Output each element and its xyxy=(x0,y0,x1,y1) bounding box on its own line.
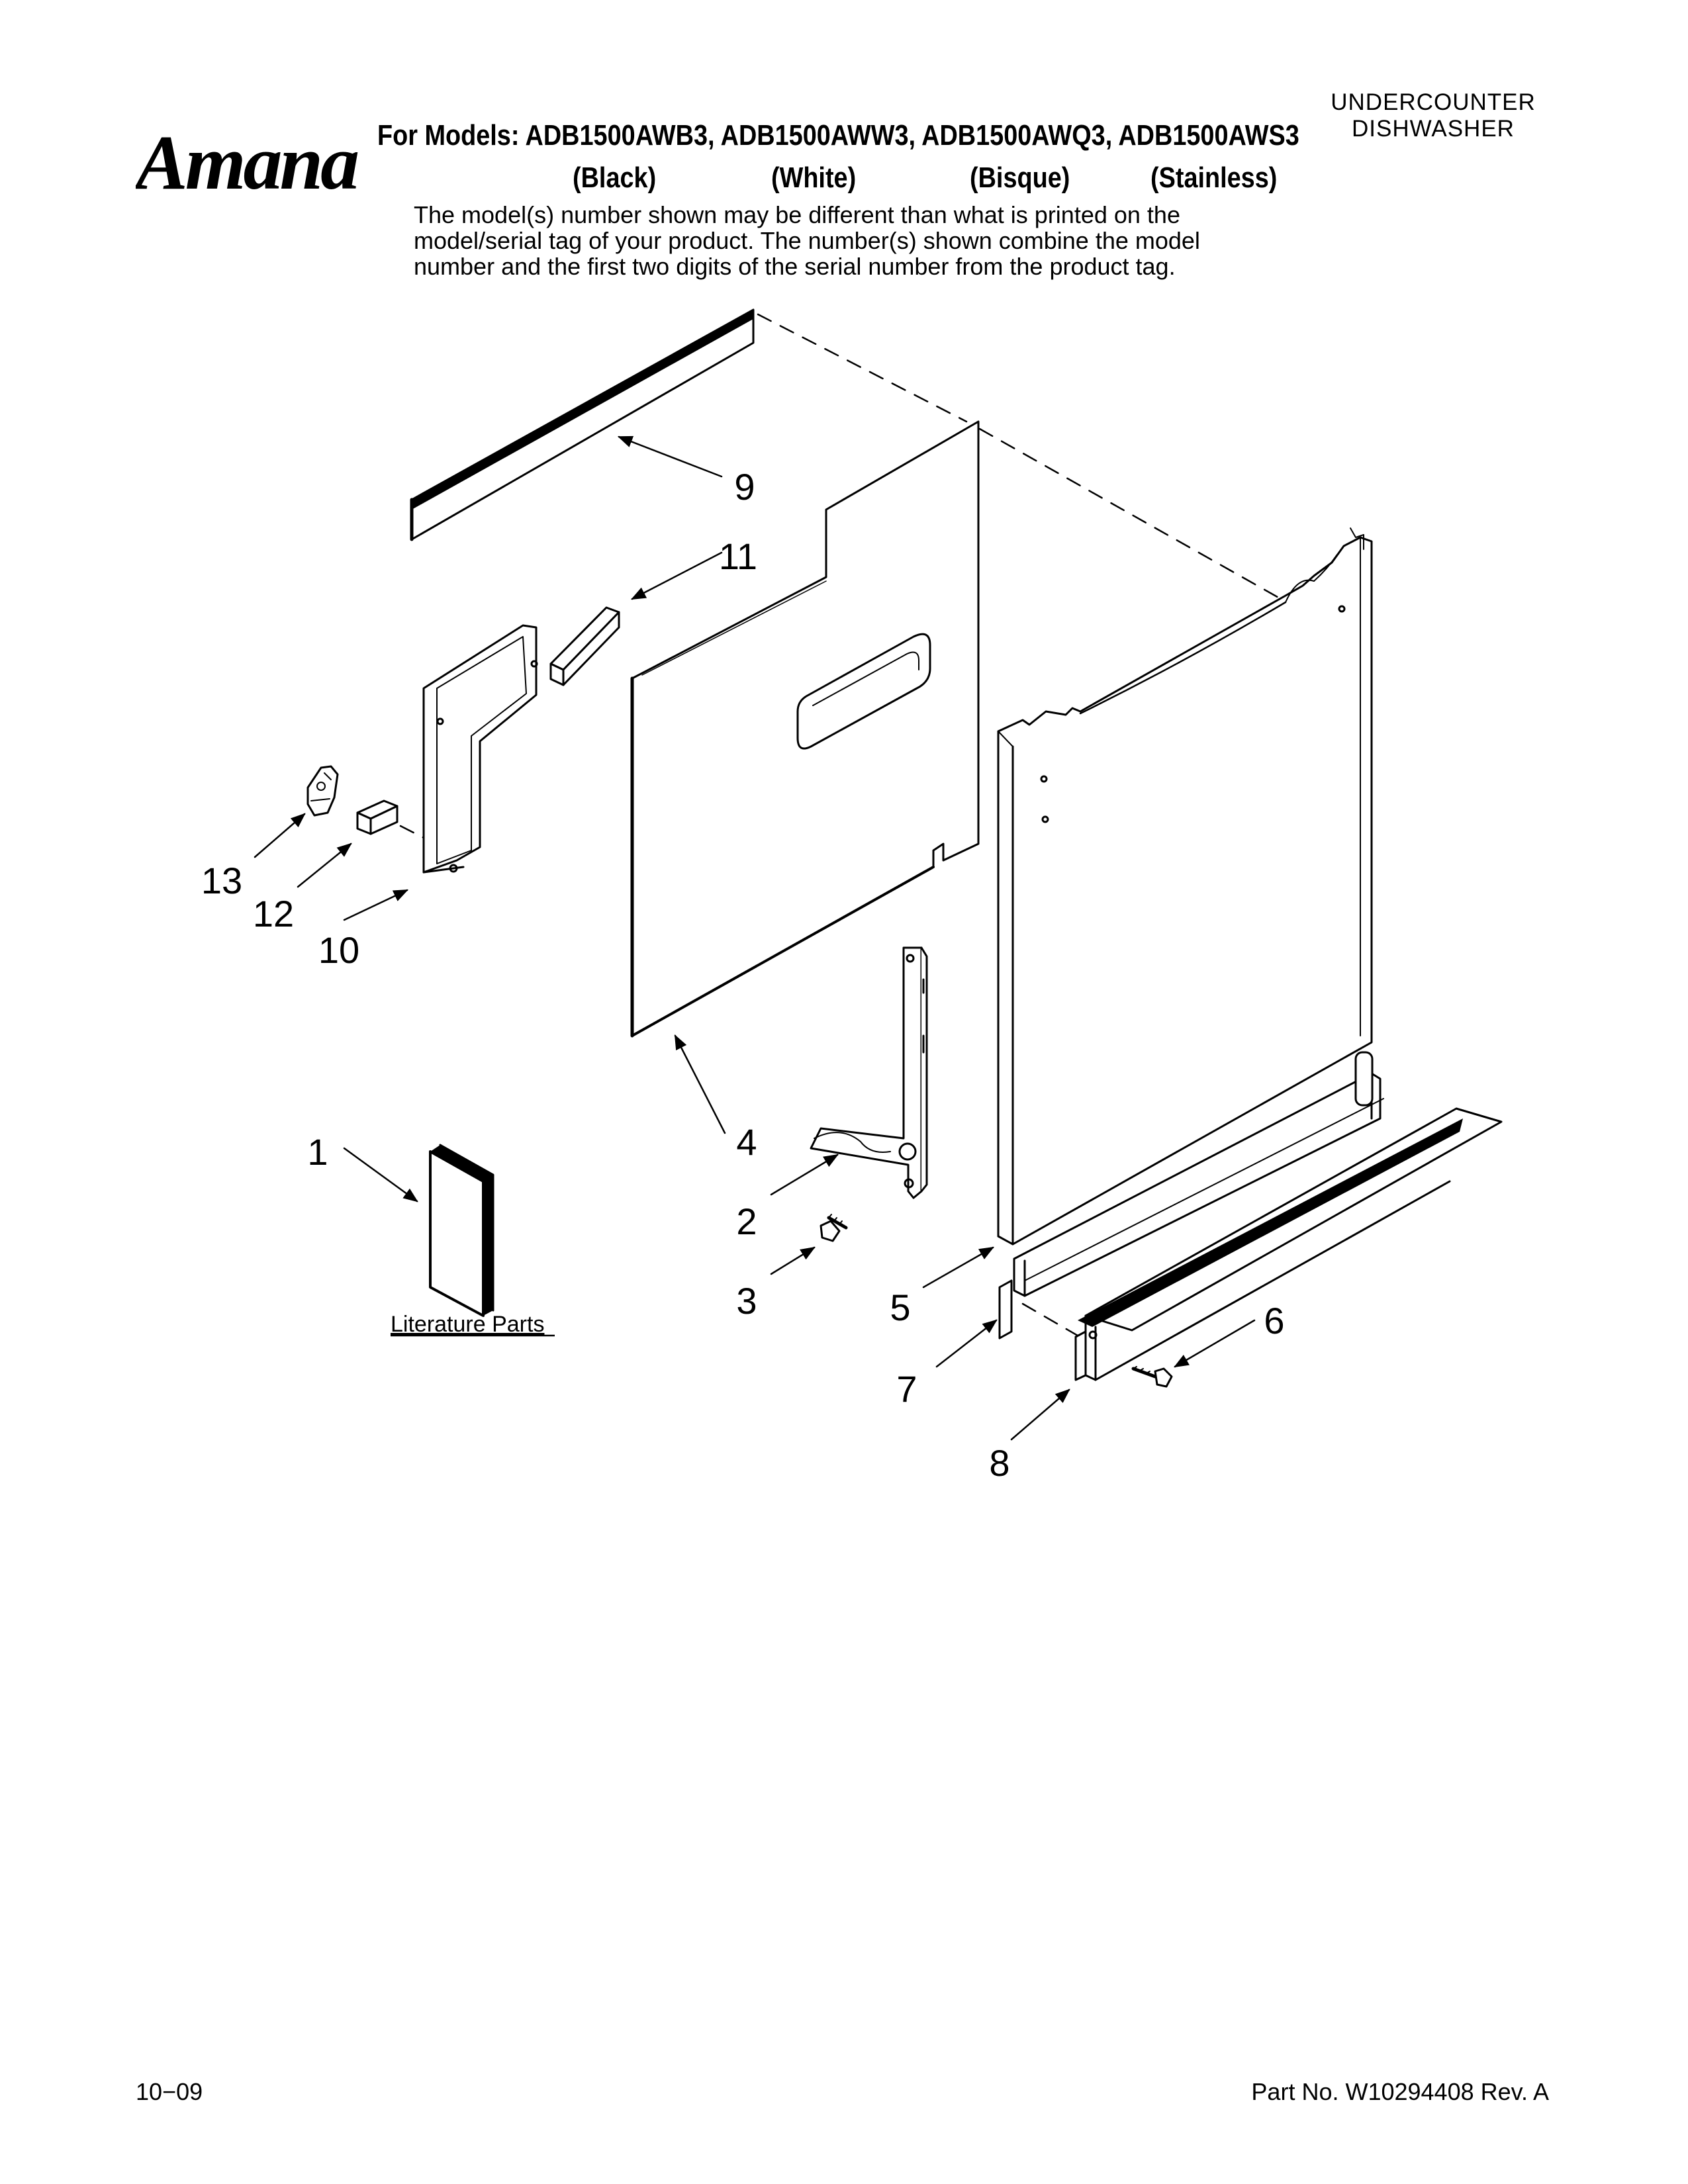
callout-3: 3 xyxy=(736,1280,757,1322)
product-type-line-1: UNDERCOUNTER xyxy=(1331,89,1536,115)
color-bisque: (Bisque) xyxy=(970,161,1070,194)
callout-12: 12 xyxy=(253,893,294,934)
arrow-12 xyxy=(297,842,352,888)
part-number: Part No. W10294408 Rev. A xyxy=(1251,2078,1549,2105)
model-number-note: The model(s) number shown may be differe… xyxy=(414,202,1354,279)
part-8-screw xyxy=(1131,1366,1173,1388)
amana-logo: Amana xyxy=(136,119,361,206)
product-type-line-2: DISHWASHER xyxy=(1352,116,1515,142)
callout-9: 9 xyxy=(734,466,755,508)
brand-wordmark: Amana xyxy=(136,119,358,206)
part-5-outer-door-panel xyxy=(997,527,1373,1246)
part-4-inner-door-panel xyxy=(630,420,980,1038)
arrow-6 xyxy=(1174,1319,1256,1368)
arrow-9 xyxy=(617,435,723,478)
color-stainless: (Stainless) xyxy=(1150,161,1278,194)
literature-parts-label: Literature Parts xyxy=(391,1312,544,1337)
callout-7: 7 xyxy=(896,1368,917,1410)
part-13-vent-latch xyxy=(306,765,339,817)
part-10-vent-bracket xyxy=(422,624,538,874)
color-black: (Black) xyxy=(573,161,657,194)
callout-11: 11 xyxy=(719,535,757,577)
part-7-bottom-rail xyxy=(998,1051,1384,1340)
revision-date: 10−09 xyxy=(136,2078,203,2105)
part-9-trim-strip xyxy=(410,308,755,541)
arrow-8 xyxy=(1010,1388,1070,1441)
part-2-hinge-bracket xyxy=(810,946,928,1199)
part-12-pad xyxy=(356,799,399,835)
arrow-4 xyxy=(674,1034,726,1134)
color-white: (White) xyxy=(771,161,857,194)
arrow-1 xyxy=(343,1147,418,1203)
models-line: For Models: ADB1500AWB3, ADB1500AWW3, AD… xyxy=(377,119,1299,152)
callout-5: 5 xyxy=(890,1287,910,1328)
arrow-11 xyxy=(631,551,723,600)
part-11-foam-strip xyxy=(549,606,620,686)
callout-6: 6 xyxy=(1264,1300,1284,1342)
part-3-screw xyxy=(820,1214,848,1242)
callout-1: 1 xyxy=(307,1131,328,1173)
callout-numbers: 1 2 3 4 5 6 7 8 9 10 11 12 13 xyxy=(201,466,1285,1484)
part-1-literature-booklet xyxy=(429,1144,494,1317)
callout-4: 4 xyxy=(736,1121,757,1163)
callout-8: 8 xyxy=(989,1442,1009,1484)
callout-2: 2 xyxy=(736,1201,757,1242)
arrow-13 xyxy=(254,813,306,858)
arrow-10 xyxy=(343,889,409,921)
arrow-2 xyxy=(770,1154,839,1196)
part-6-toe-panel xyxy=(1074,1107,1503,1381)
callout-13: 13 xyxy=(201,860,242,901)
callout-10: 10 xyxy=(318,929,359,971)
arrow-7 xyxy=(935,1319,998,1368)
note-line-3: number and the first two digits of the s… xyxy=(414,253,1176,280)
arrow-5 xyxy=(922,1246,994,1289)
product-type: UNDERCOUNTER DISHWASHER xyxy=(1314,89,1552,142)
arrow-3 xyxy=(770,1246,816,1275)
note-line-2: model/serial tag of your product. The nu… xyxy=(414,227,1200,254)
note-line-1: The model(s) number shown may be differe… xyxy=(414,201,1180,228)
callout-arrows xyxy=(254,435,1256,1441)
